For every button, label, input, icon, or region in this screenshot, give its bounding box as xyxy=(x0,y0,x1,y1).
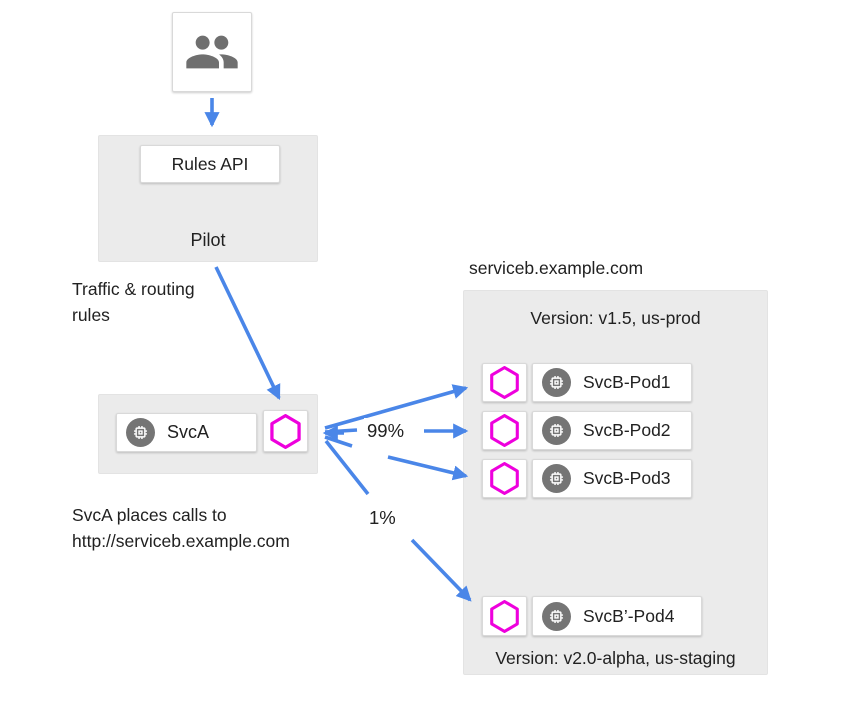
pod2-envoy-box xyxy=(482,411,527,450)
pod4-envoy-box xyxy=(482,596,527,636)
pod4-label: SvcB’-Pod4 xyxy=(583,605,675,626)
arrow-to-pod4-seg1 xyxy=(324,439,370,496)
rules-api-box: Rules API xyxy=(140,145,280,183)
envoy-hexagon-icon xyxy=(270,413,301,449)
arrow-to-pod3-seg1 xyxy=(324,435,353,448)
arrow-to-pod3-seg2 xyxy=(387,455,469,481)
svca-box: SvcA xyxy=(116,413,257,452)
chip-icon xyxy=(542,464,571,493)
traffic-rules-line2: rules xyxy=(72,305,110,325)
serviceb-title: serviceb.example.com xyxy=(469,258,644,278)
pod4-box: SvcB’-Pod4 xyxy=(532,596,702,636)
envoy-hexagon-icon xyxy=(490,414,519,447)
version-top-label: Version: v1.5, us-prod xyxy=(530,308,701,328)
envoy-hexagon-icon xyxy=(490,366,519,399)
pod3-label: SvcB-Pod3 xyxy=(583,468,671,488)
chip-icon xyxy=(542,368,571,397)
operator-users-box xyxy=(172,12,252,92)
traffic-rules-line1: Traffic & routing xyxy=(72,279,195,299)
chip-icon xyxy=(542,601,571,631)
users-icon xyxy=(186,35,238,69)
pod3-envoy-box xyxy=(482,459,527,498)
svca-caption: SvcA places calls to http://serviceb.exa… xyxy=(72,502,290,554)
arrow-pilot-to-envoy xyxy=(214,266,281,401)
arrow-to-pod2-seg1 xyxy=(324,428,358,434)
pod3-box: SvcB-Pod3 xyxy=(532,459,692,498)
envoy-hexagon-icon xyxy=(490,462,519,495)
pct-major-label: 99% xyxy=(364,418,408,444)
pct-minor-label: 1% xyxy=(366,505,399,531)
svca-envoy-box xyxy=(263,410,308,452)
arrow-to-pod4-seg2 xyxy=(410,538,472,602)
version-bottom-label: Version: v2.0-alpha, us-staging xyxy=(495,648,736,668)
svca-label: SvcA xyxy=(167,422,210,442)
pod1-envoy-box xyxy=(482,363,527,402)
envoy-hexagon-icon xyxy=(490,599,519,633)
rules-api-label: Rules API xyxy=(171,153,249,174)
pod1-box: SvcB-Pod1 xyxy=(532,363,692,402)
chip-icon xyxy=(542,416,571,445)
svca-caption-line2: http://serviceb.example.com xyxy=(72,531,290,551)
pod2-label: SvcB-Pod2 xyxy=(583,420,671,440)
pod2-box: SvcB-Pod2 xyxy=(532,411,692,450)
svca-caption-line1: SvcA places calls to xyxy=(72,505,227,525)
traffic-rules-annotation: Traffic & routing rules xyxy=(72,276,195,328)
pod1-label: SvcB-Pod1 xyxy=(583,372,671,392)
pilot-label: Pilot xyxy=(190,230,226,250)
chip-icon xyxy=(126,418,155,447)
